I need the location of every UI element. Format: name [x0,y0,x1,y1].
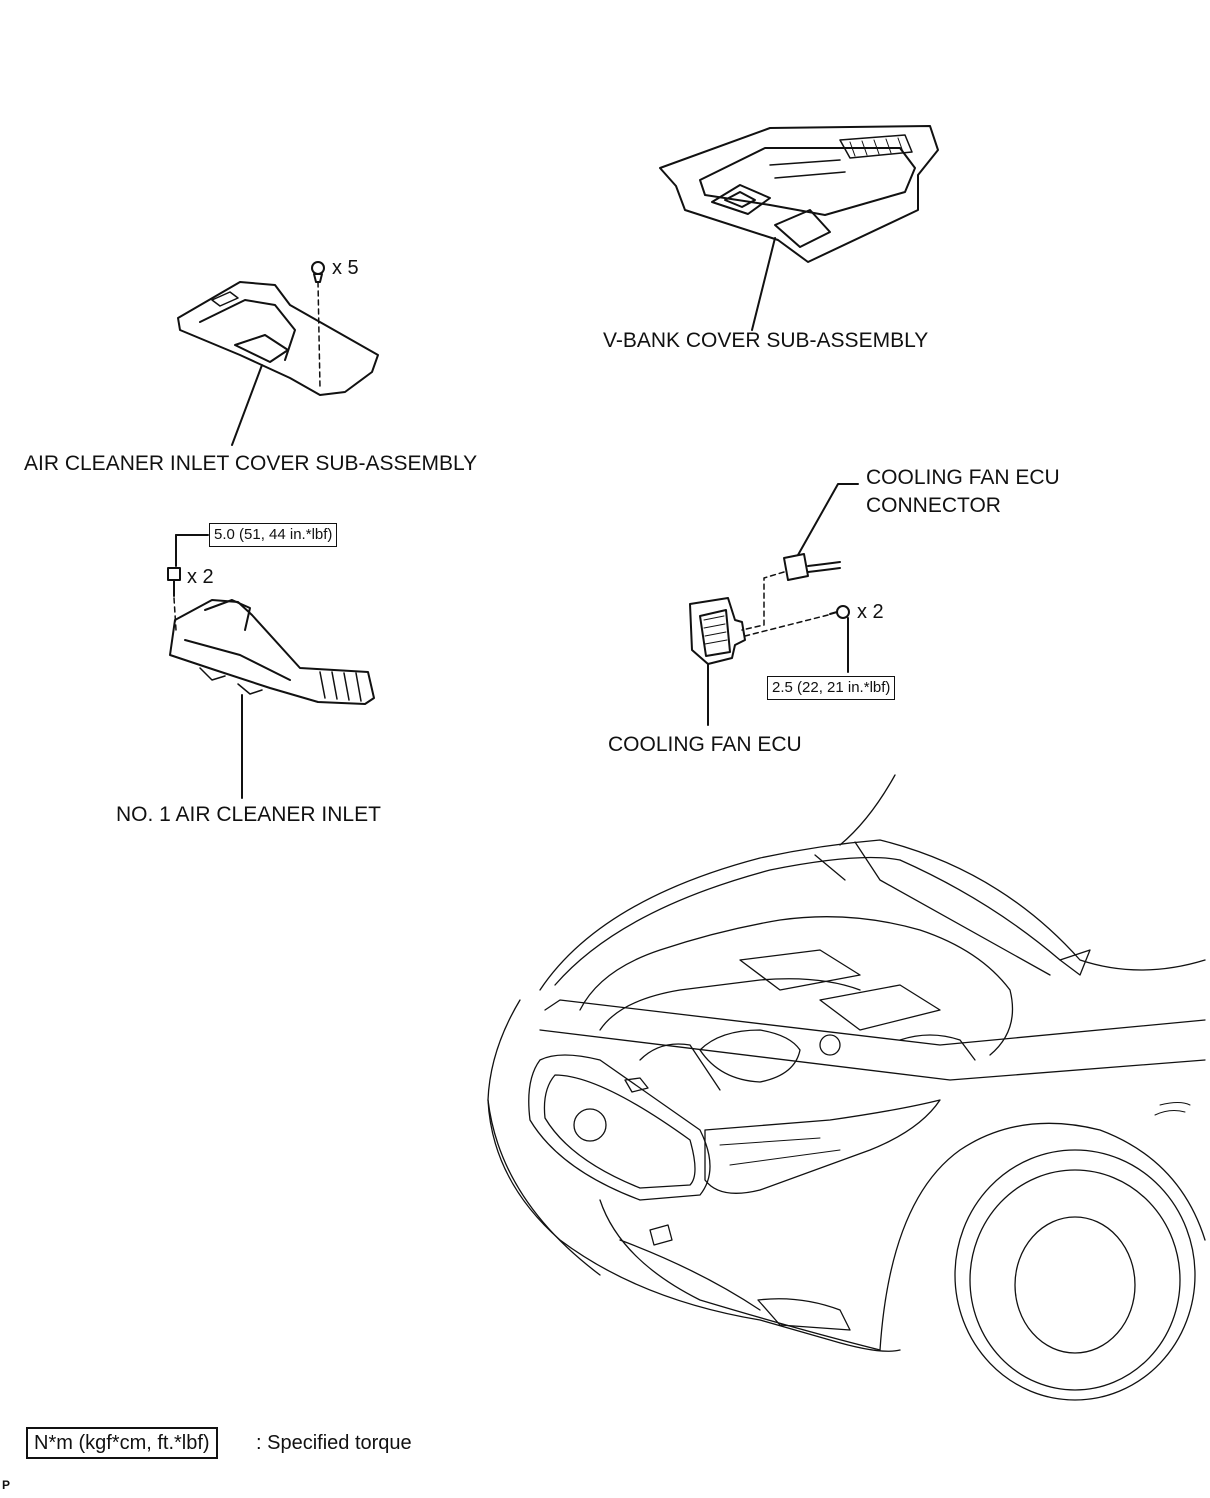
v-bank-cover-leader [751,237,776,331]
cover-clip [311,261,325,283]
air-cleaner-inlet-cover-leader [231,364,263,446]
ecu-bolt-quantity: x 2 [857,601,884,623]
vehicle-front-outline [487,774,1206,1401]
cooling-fan-ecu-connector-part [783,553,841,581]
cooling-fan-ecu-label: COOLING FAN ECU [608,733,802,756]
air-cleaner-inlet-cover-label: AIR CLEANER INLET COVER SUB-ASSEMBLY [24,452,478,475]
no1-air-cleaner-inlet-part [169,599,375,705]
ecu-bolt [829,605,850,619]
air-cleaner-inlet-cover-part [177,281,379,396]
cover-clip-quantity: x 5 [332,257,359,279]
inlet-bolt-quantity: x 2 [187,566,214,588]
corner-code: P [2,1478,11,1492]
v-bank-cover-label: V-BANK COVER SUB-ASSEMBLY [603,329,929,352]
ecu-bolt-torque-box: 2.5 (22, 21 in.*lbf) [767,676,896,700]
torque-unit-legend-box: N*m (kgf*cm, ft.*lbf) [26,1427,218,1459]
cooling-fan-ecu-connector-label: COOLING FAN ECU CONNECTOR [866,466,1060,517]
cooling-fan-ecu-part [689,597,746,665]
no1-air-cleaner-inlet-label: NO. 1 AIR CLEANER INLET [116,803,381,826]
v-bank-cover-part [659,125,939,263]
cooling-fan-ecu-connector-leader [797,483,859,556]
torque-legend-description: : Specified torque [256,1432,412,1454]
inlet-bolt-torque-box: 5.0 (51, 44 in.*lbf) [209,523,338,547]
inlet-bolt [167,567,181,597]
